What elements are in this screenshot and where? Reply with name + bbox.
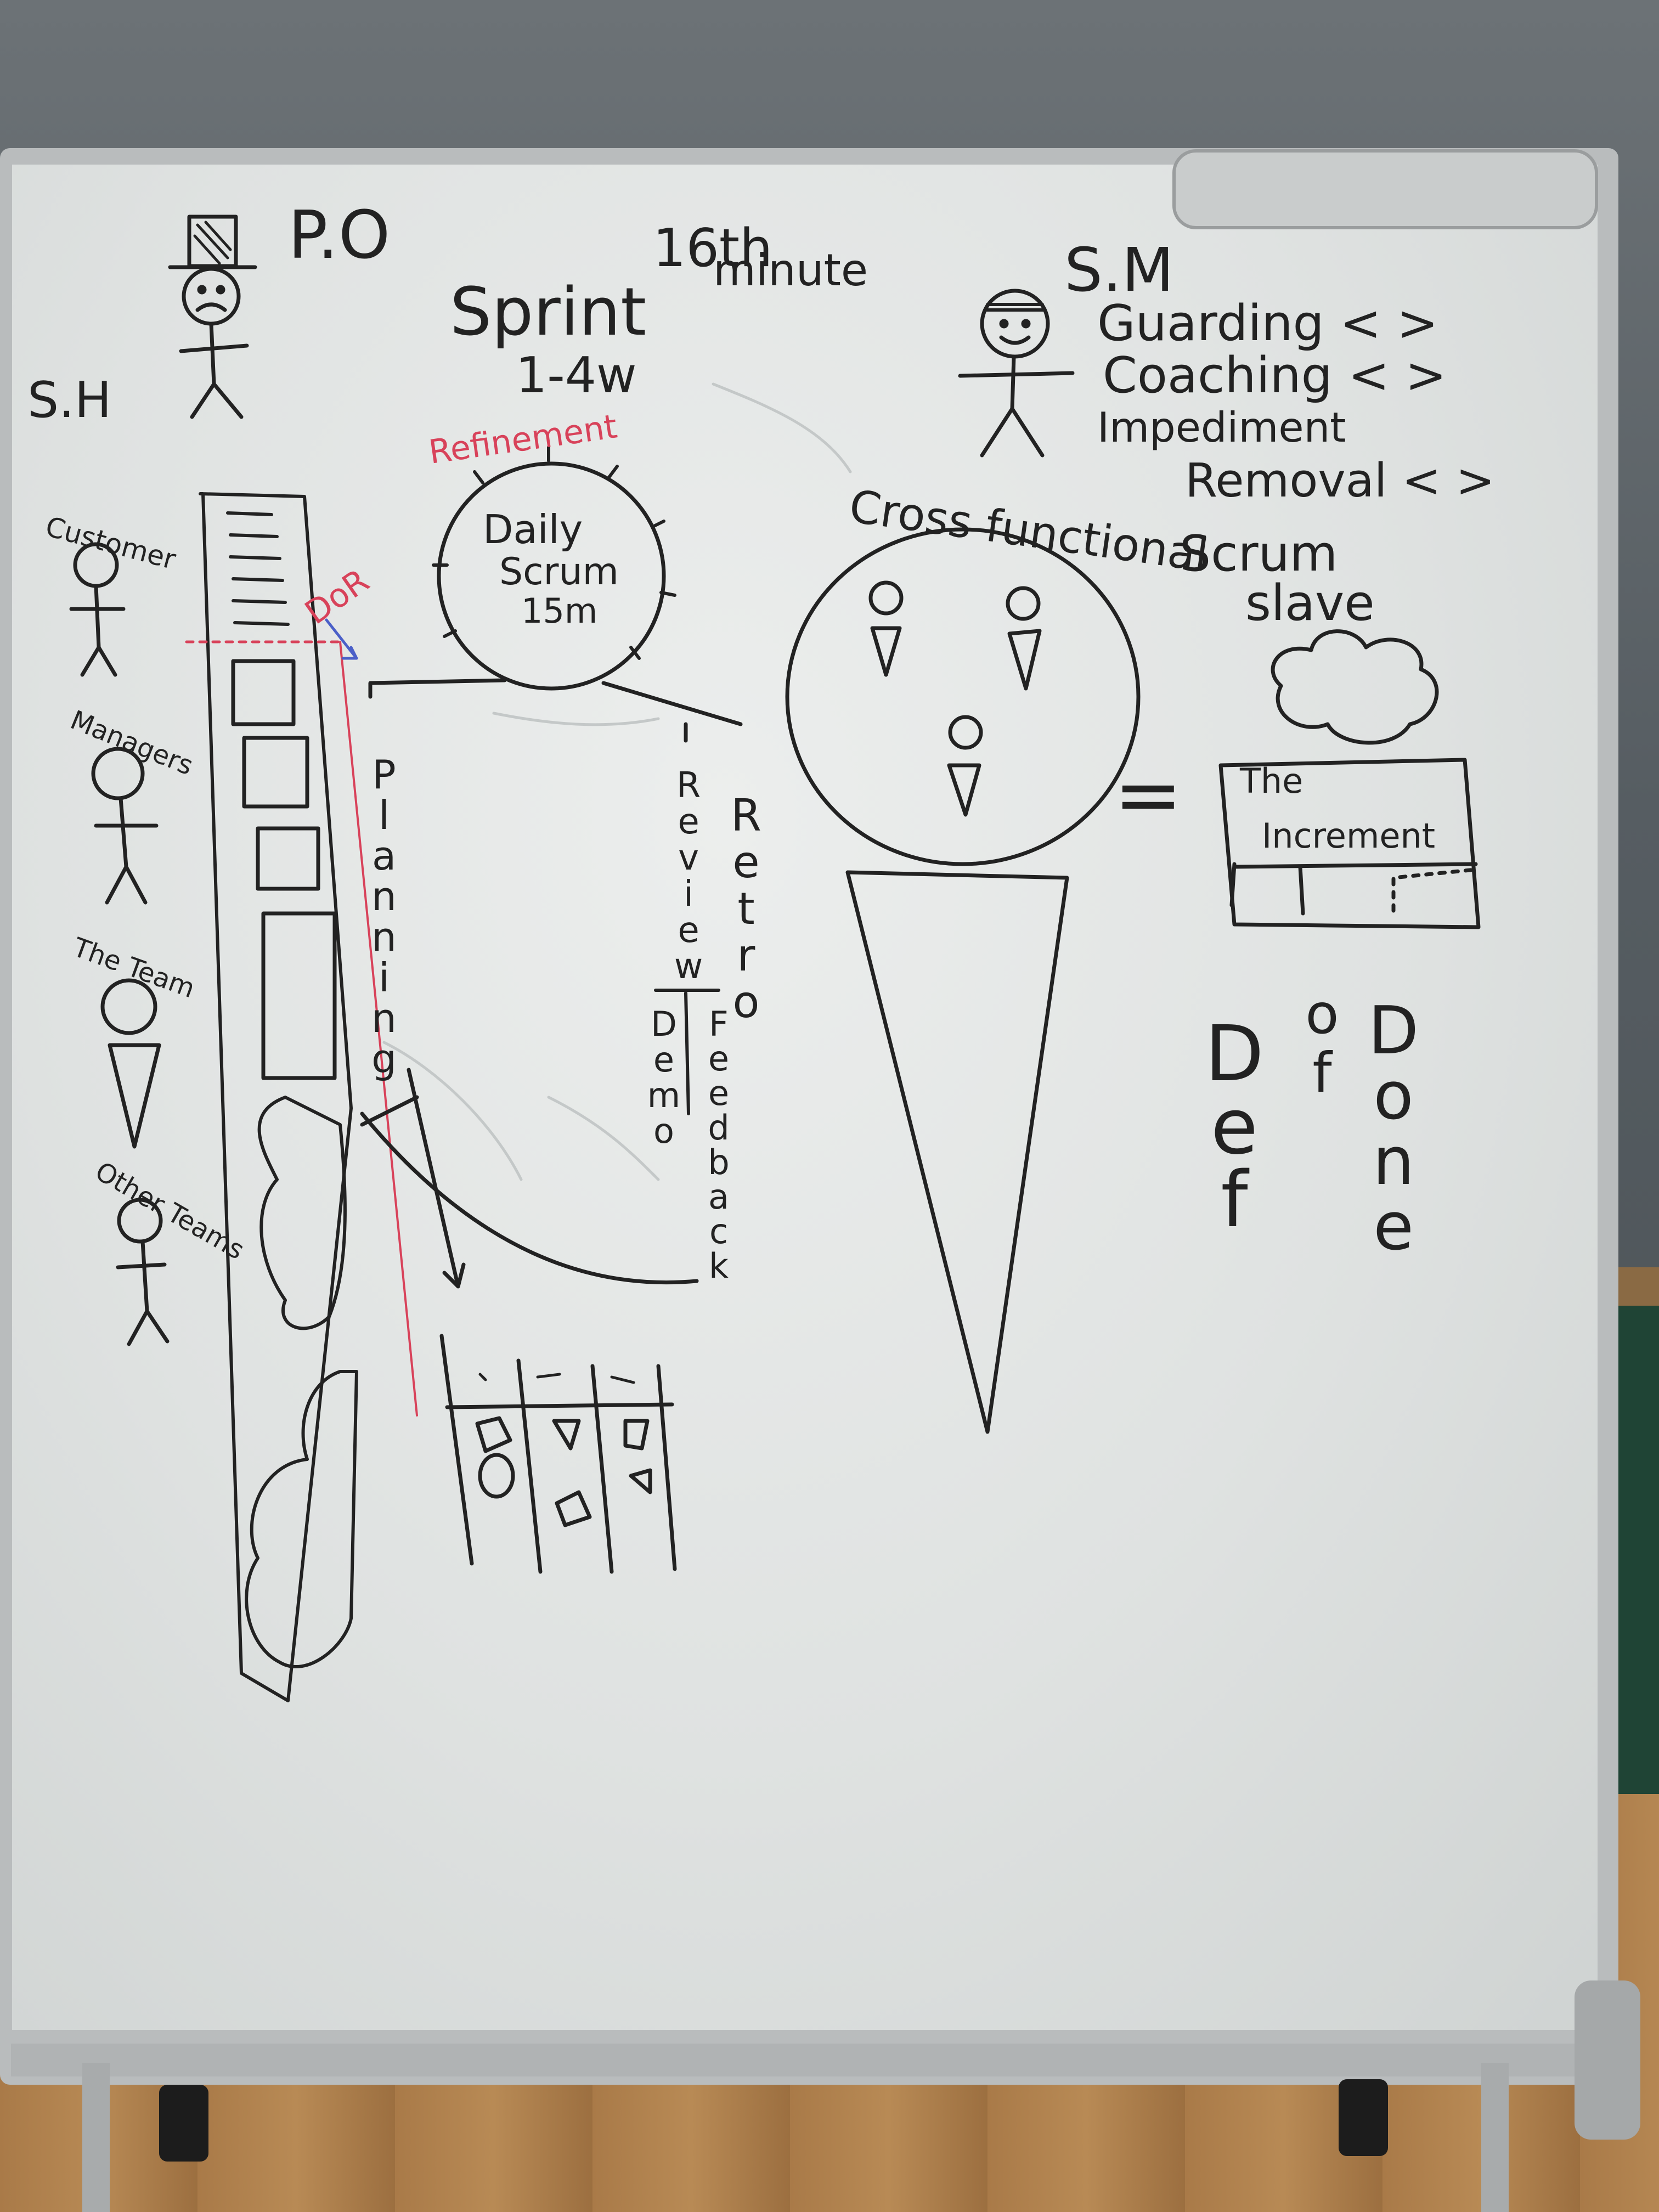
side-stand — [1575, 1980, 1640, 2140]
right-leg — [1481, 2063, 1509, 2212]
stakeholder-team: The Team — [69, 932, 199, 1004]
minute-label: minute — [713, 245, 868, 296]
daily-scrum-line-1: Daily — [483, 506, 583, 552]
dod-done: Done — [1356, 993, 1432, 1254]
sm-role-removal: Removal < > — [1185, 454, 1495, 508]
product-owner-figure — [168, 215, 257, 419]
scrum-slave-line-2: slave — [1245, 574, 1375, 632]
stakeholder-customer: Customer — [42, 511, 179, 576]
right-wheel — [1339, 2079, 1388, 2156]
scrum-slave-line-1: Scrum — [1180, 525, 1338, 583]
left-wheel — [159, 2085, 208, 2162]
whiteboard-surface — [12, 165, 1598, 2030]
dod-def: Def — [1190, 1009, 1279, 1228]
demo-label: Demo — [644, 1004, 684, 1147]
bottom-rail — [11, 2044, 1607, 2076]
refinement-label: Refinement — [426, 407, 619, 471]
daily-scrum-line-3: 15m — [521, 591, 597, 631]
scrum-master-figure — [958, 289, 1075, 458]
dor-arrow — [325, 618, 358, 660]
product-backlog — [185, 492, 418, 1702]
dod-of: of — [1290, 982, 1355, 1099]
left-leg — [82, 2063, 110, 2212]
sprint-title: Sprint — [450, 274, 646, 351]
stakeholder-managers: Managers — [66, 704, 198, 781]
sprint-board-table — [439, 1334, 677, 1574]
sm-role-guarding: Guarding < > — [1097, 295, 1438, 352]
sprint-length: 1-4w — [516, 347, 637, 404]
demo-feedback-divider — [654, 989, 720, 1115]
sh-label: S.H — [27, 371, 111, 429]
daily-scrum-line-2: Scrum — [499, 550, 619, 594]
po-label: P.O — [288, 198, 390, 274]
increment-box — [1218, 629, 1481, 929]
sm-label: S.M — [1064, 235, 1174, 305]
cross-functional-label: Cross functional — [846, 481, 1211, 583]
stakeholder-figures — [69, 542, 170, 1346]
sprint-bracket — [368, 678, 743, 726]
sm-role-impediment: Impediment — [1097, 403, 1346, 452]
sixteenth-label: 16th — [653, 218, 772, 279]
feedback-label: Feedback — [699, 1004, 739, 1280]
team-ice-cream-cone — [785, 527, 1141, 1434]
equals-sign: = — [1114, 747, 1183, 843]
increment-line-1: The — [1239, 761, 1303, 801]
increment-line-2: Increment — [1262, 816, 1435, 856]
feedback-arrow — [360, 1111, 699, 1285]
planning-arrow — [407, 1068, 466, 1289]
daily-scrum-circle — [432, 445, 676, 691]
marker-tray — [1172, 149, 1598, 229]
sm-role-coaching: Coaching < > — [1103, 347, 1447, 404]
erased-ghost-marks — [382, 382, 852, 1181]
review-label: Review — [668, 765, 709, 983]
retro-label: Retro — [721, 790, 772, 1023]
planning-label: Planning — [361, 752, 407, 1081]
